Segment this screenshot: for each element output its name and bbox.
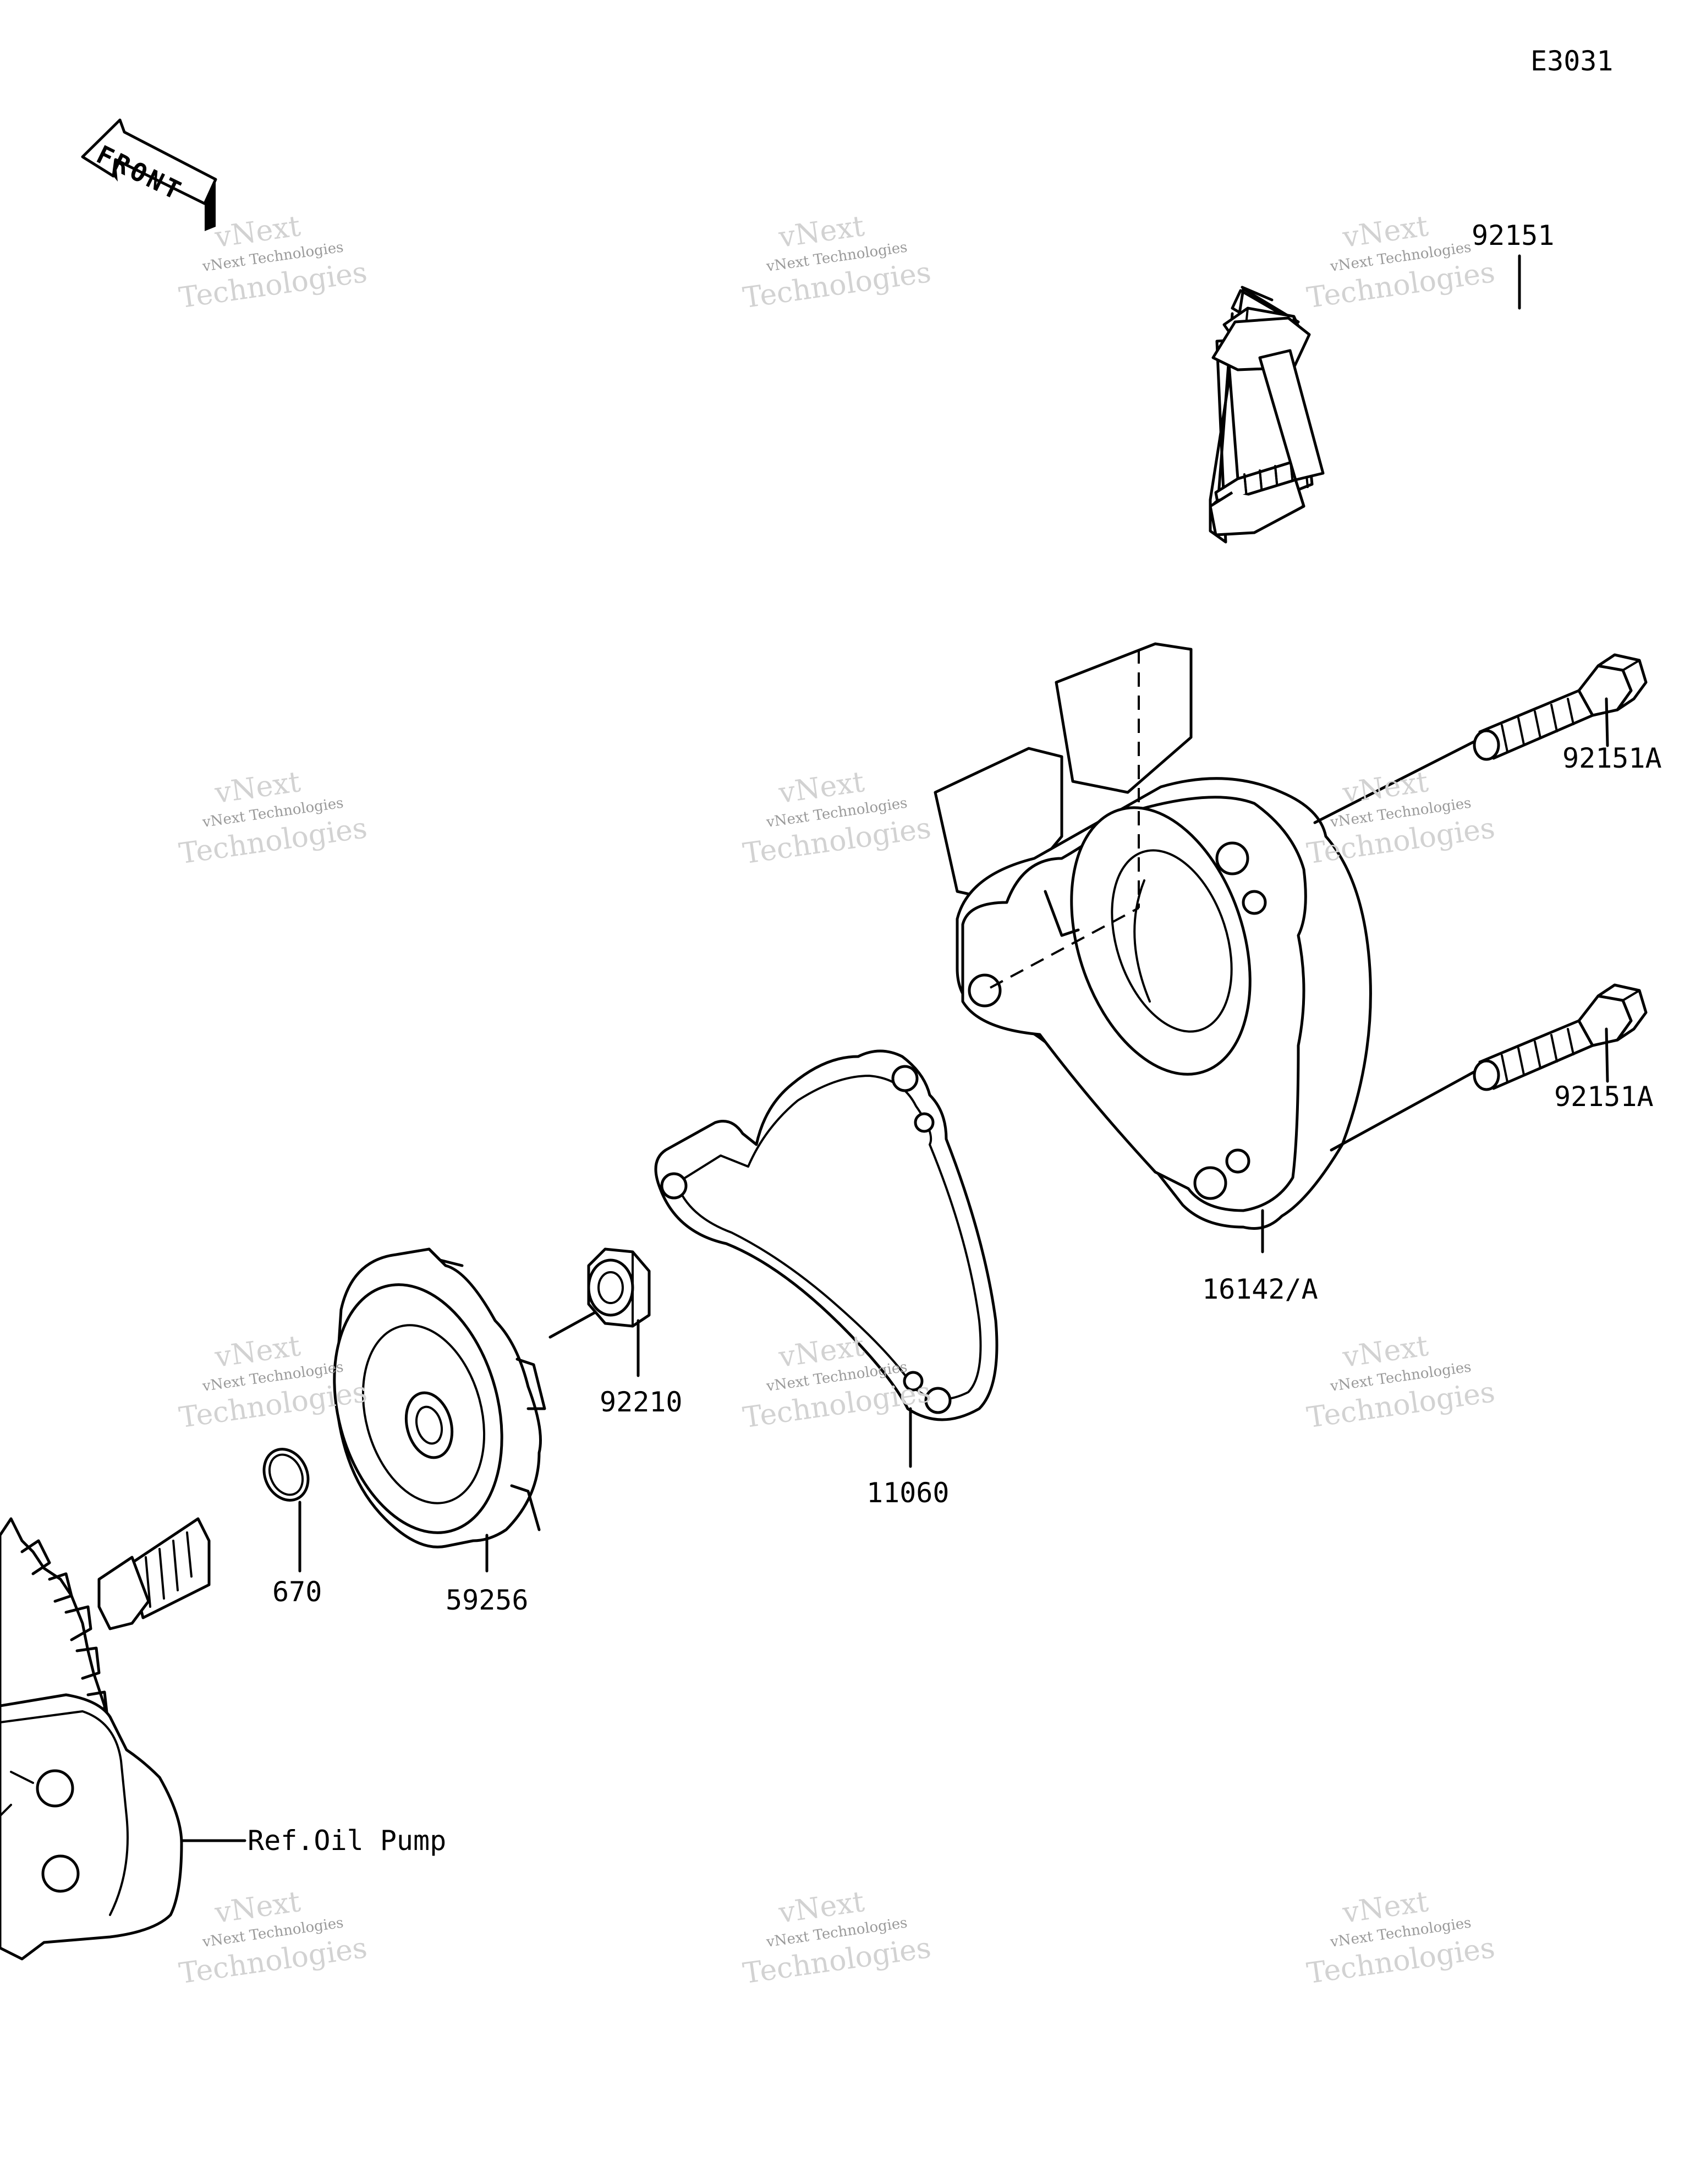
leader-lines [298, 254, 1609, 1573]
bolt-lower[interactable] [1330, 983, 1648, 1152]
bolt-upper[interactable] [1313, 653, 1648, 824]
nut[interactable] [548, 1247, 651, 1339]
callout-bolt-upper: 92151A [1562, 742, 1662, 774]
callout-ref-oil-pump: Ref.Oil Pump [248, 1825, 446, 1857]
callout-nut: 92210 [600, 1386, 683, 1418]
bolt-long-body [1209, 349, 1325, 537]
diagram-code: E3031 [1530, 45, 1614, 77]
oil-pump-reference [0, 1517, 246, 1961]
callout-bolt-lower: 92151A [1554, 1081, 1654, 1113]
callout-impeller: 59256 [446, 1584, 529, 1616]
impeller[interactable] [308, 1247, 546, 1552]
front-arrow-icon: FRONT [81, 118, 217, 231]
gasket[interactable] [654, 1049, 998, 1421]
callout-o-ring: 670 [272, 1576, 322, 1608]
callout-bolt-long: 92151 [1472, 220, 1555, 251]
o-ring[interactable] [256, 1442, 316, 1507]
pump-cover[interactable] [934, 642, 1372, 1230]
callout-pump-cover: 16142/A [1202, 1273, 1318, 1305]
callout-gasket: 11060 [866, 1477, 950, 1509]
